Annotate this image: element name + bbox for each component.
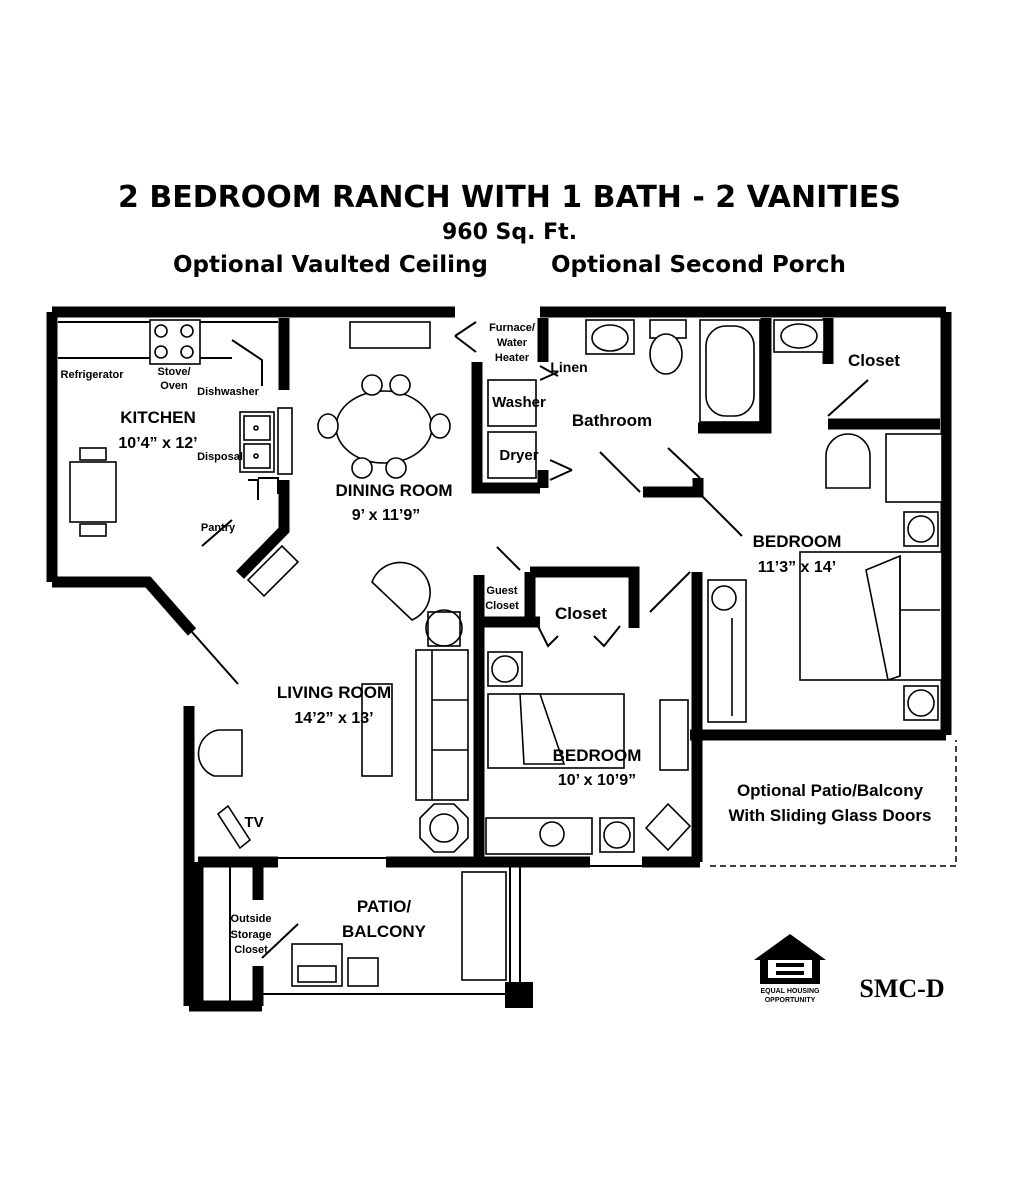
storage-label-line1: Outside bbox=[231, 913, 272, 925]
washer-icon bbox=[487, 379, 537, 427]
storage-label-line3: Closet bbox=[234, 944, 268, 956]
pantry-icon bbox=[246, 544, 300, 598]
patio-label-line1: PATIO/ bbox=[357, 897, 411, 916]
refrigerator-label: Refrigerator bbox=[61, 369, 125, 381]
living-dims: 14’2” x 13’ bbox=[294, 710, 373, 727]
dining-label: DINING ROOM bbox=[335, 481, 452, 500]
furnace-label-line3: Heater bbox=[495, 352, 530, 364]
dining-table-icon bbox=[335, 390, 433, 464]
thin-lines bbox=[58, 321, 866, 1002]
furnace-label-line1: Furnace/ bbox=[489, 322, 535, 334]
patio-label-line2: BALCONY bbox=[342, 922, 427, 941]
stove-label-line2: Oven bbox=[160, 380, 188, 392]
dryer-icon bbox=[487, 431, 537, 479]
tv-icon bbox=[216, 804, 252, 850]
stove-label-line1: Stove/ bbox=[157, 366, 190, 378]
eho-line2: OPPORTUNITY bbox=[765, 997, 816, 1004]
toilet-icon bbox=[649, 333, 683, 375]
disposal-label: Disposal bbox=[197, 451, 243, 463]
optional-patio-line1: Optional Patio/Balcony bbox=[737, 781, 924, 800]
armchair-icon bbox=[371, 561, 431, 621]
patio-post bbox=[505, 982, 533, 1008]
pantry-label: Pantry bbox=[201, 522, 236, 534]
bedroom-second-label: BEDROOM bbox=[553, 746, 642, 765]
kitchen-label: KITCHEN bbox=[120, 408, 196, 427]
bedroom-master-label: BEDROOM bbox=[753, 532, 842, 551]
dishwasher-label: Dishwasher bbox=[197, 386, 259, 398]
option-second-porch: Optional Second Porch bbox=[551, 252, 846, 278]
furnace-label-line2: Water bbox=[497, 337, 528, 349]
storage-label-line2: Storage bbox=[231, 929, 272, 941]
closet-second-label: Closet bbox=[555, 604, 607, 623]
dryer-label: Dryer bbox=[499, 447, 538, 464]
master-chair-icon bbox=[825, 433, 871, 489]
linen-label: Linen bbox=[550, 359, 587, 375]
option-vaulted-ceiling: Optional Vaulted Ceiling bbox=[173, 252, 488, 278]
washer-label: Washer bbox=[492, 394, 546, 411]
bathroom-label: Bathroom bbox=[572, 411, 652, 430]
fixtures bbox=[69, 319, 943, 987]
plan-code: SMC-D bbox=[859, 974, 944, 1003]
guest-closet-line2: Closet bbox=[485, 600, 519, 612]
patio-lounger-icon bbox=[461, 871, 507, 981]
closet-master-label: Closet bbox=[848, 351, 900, 370]
optional-patio-outline bbox=[710, 740, 957, 867]
plan-title: 2 BEDROOM RANCH WITH 1 BATH - 2 VANITIES bbox=[118, 180, 901, 215]
eho-line1: EQUAL HOUSING bbox=[761, 988, 821, 995]
coffee-table-icon bbox=[361, 683, 393, 777]
guest-closet-line1: Guest bbox=[486, 585, 518, 597]
bedroom-master-dims: 11’3” x 14’ bbox=[758, 559, 836, 576]
living-label: LIVING ROOM bbox=[277, 683, 391, 702]
square-footage: 960 Sq. Ft. bbox=[441, 220, 578, 245]
door-swings bbox=[191, 321, 869, 959]
buffet-icon bbox=[349, 321, 431, 349]
tv-label: TV bbox=[244, 814, 263, 831]
dining-dims: 9’ x 11’9” bbox=[352, 507, 421, 524]
equal-housing-logo: EQUAL HOUSING OPPORTUNITY bbox=[754, 934, 826, 1004]
sofa-icon bbox=[415, 649, 469, 801]
walls bbox=[46, 306, 952, 1012]
kitchen-table-icon bbox=[69, 461, 117, 523]
bedroom-second-dims: 10’ x 10’9” bbox=[558, 772, 636, 789]
optional-patio-line2: With Sliding Glass Doors bbox=[729, 806, 932, 825]
kitchen-dims: 10’4” x 12’ bbox=[118, 435, 197, 452]
